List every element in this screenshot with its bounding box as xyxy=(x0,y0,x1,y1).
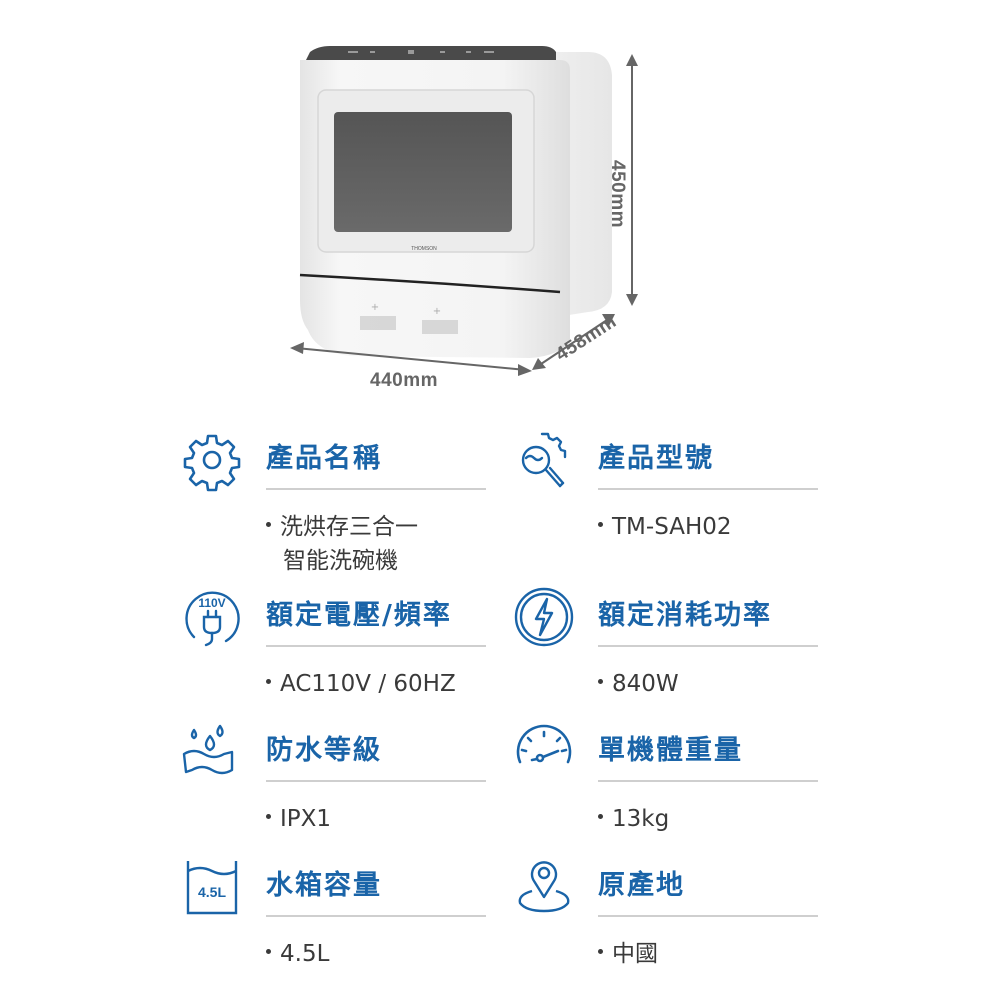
location-pin-icon xyxy=(518,861,570,913)
dishwasher-illustration: THOMSON + + xyxy=(290,46,638,376)
svg-text:+: + xyxy=(371,302,379,313)
spec-value: IPX1 xyxy=(266,802,331,836)
spec-value: TM-SAH02 xyxy=(598,510,732,544)
water-drops-icon xyxy=(182,724,234,775)
spec-value: 洗烘存三合一智能洗碗機 xyxy=(266,510,418,578)
product-image: THOMSON + + 450mm 440mm 458mm xyxy=(270,30,650,400)
spec-title: 防水等級 xyxy=(266,735,382,766)
spec-tank-capacity: 4.5L 水箱容量 4.5L xyxy=(180,855,520,985)
svg-text:+: + xyxy=(433,306,441,317)
gear-icon xyxy=(183,434,241,492)
spec-title: 單機體重量 xyxy=(598,735,743,766)
spec-voltage-frequency: 110V 額定電壓/頻率 AC110V / 60HZ xyxy=(180,585,520,715)
svg-text:4.5L: 4.5L xyxy=(198,884,226,900)
height-dimension-label: 450mm xyxy=(607,160,628,228)
divider xyxy=(266,488,486,490)
divider xyxy=(598,915,818,917)
divider xyxy=(266,780,486,782)
spec-title: 產品型號 xyxy=(598,443,714,474)
spec-value: 中國 xyxy=(598,937,658,971)
spec-value: 840W xyxy=(598,667,679,701)
spec-country-of-origin: 原產地 中國 xyxy=(512,855,852,985)
spec-value: AC110V / 60HZ xyxy=(266,667,456,701)
gear-magnifier-icon xyxy=(521,432,567,488)
spec-value: 4.5L xyxy=(266,937,329,971)
divider xyxy=(266,645,486,647)
spec-model-number: 產品型號 TM-SAH02 xyxy=(512,428,852,558)
divider xyxy=(266,915,486,917)
svg-text:110V: 110V xyxy=(198,596,225,610)
plug-110v-icon: 110V xyxy=(185,591,240,647)
spec-unit-weight: 單機體重量 13kg xyxy=(512,720,852,850)
spec-title: 原產地 xyxy=(598,870,685,901)
spec-title: 產品名稱 xyxy=(266,443,382,474)
spec-waterproof-rating: 防水等級 IPX1 xyxy=(180,720,520,850)
svg-text:THOMSON: THOMSON xyxy=(411,246,437,252)
divider xyxy=(598,488,818,490)
width-dimension-label: 440mm xyxy=(370,370,438,391)
spec-title: 水箱容量 xyxy=(266,870,382,901)
spec-title: 額定消耗功率 xyxy=(598,600,772,631)
lightning-icon xyxy=(514,587,574,647)
gauge-icon xyxy=(516,724,572,764)
spec-title: 額定電壓/頻率 xyxy=(266,600,452,631)
divider xyxy=(598,645,818,647)
water-tank-icon: 4.5L xyxy=(186,861,238,915)
divider xyxy=(598,780,818,782)
spec-product-name: 產品名稱 洗烘存三合一智能洗碗機 xyxy=(180,428,520,574)
spec-rated-power: 額定消耗功率 840W xyxy=(512,585,852,715)
spec-value: 13kg xyxy=(598,802,669,836)
